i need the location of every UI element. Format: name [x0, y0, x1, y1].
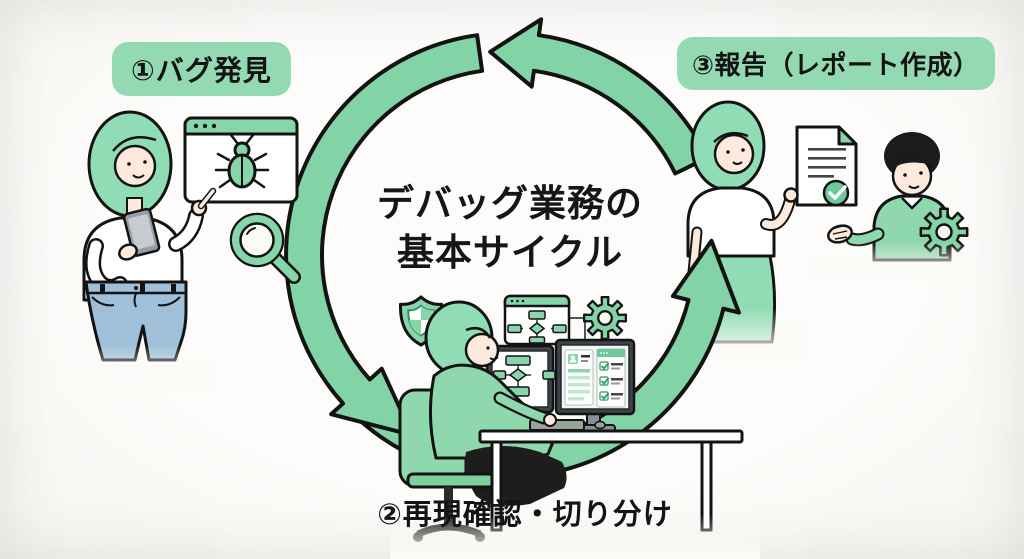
cycle-arrow-top-icon — [488, 17, 710, 176]
report-woman-arm — [760, 187, 799, 231]
report-document-icon — [795, 125, 858, 207]
bug-discovery-illustration — [74, 110, 301, 390]
gear-icon — [582, 295, 628, 341]
step-2-caption: ②再現確認・切り分け — [377, 497, 673, 531]
reproduction-illustration — [390, 294, 760, 559]
cycle-arrow-left-icon — [284, 33, 485, 438]
bug-browser-window-icon — [183, 116, 299, 204]
diagram-title-line2: 基本サイクル — [396, 230, 624, 274]
desk — [478, 429, 744, 532]
step-3-badge: ③報告（レポート作成） — [677, 37, 995, 90]
diagram-title-line1: デバッグ業務の — [377, 182, 643, 225]
diagram-title: デバッグ業務の 基本サイクル — [320, 180, 700, 278]
bug-icon — [214, 133, 270, 189]
report-illustration — [668, 100, 980, 360]
flowchart-window-icon — [503, 294, 571, 346]
desk-woman-arm — [493, 391, 557, 427]
step-1-badge: ①バグ発見 — [112, 42, 291, 96]
magnifier-icon — [229, 212, 301, 284]
bug-discovery-woman — [74, 110, 217, 390]
